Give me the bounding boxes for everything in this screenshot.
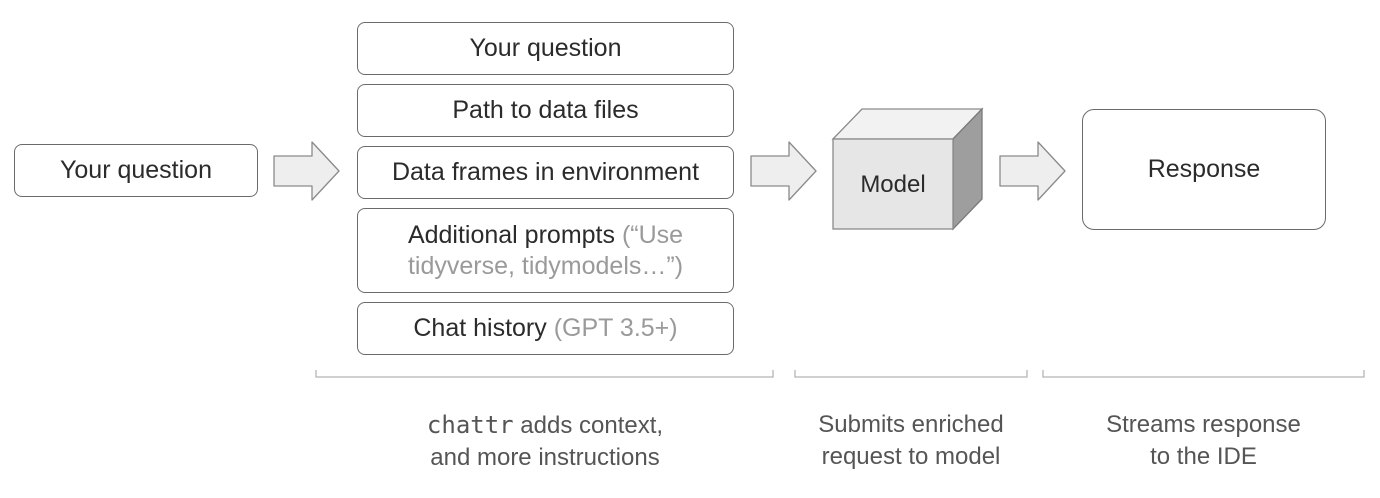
caption-context-line2: and more instructions: [430, 444, 660, 471]
caption-context: chattr adds context, and more instructio…: [360, 409, 730, 474]
context-item-label: Path to data files: [452, 96, 639, 124]
caption-model: Submits enriched request to model: [795, 409, 1027, 473]
arrow-to-model: [750, 141, 817, 201]
additional-prompts-text: Additional prompts (“Use tidyverse, tidy…: [388, 220, 703, 282]
model-label: Model: [860, 171, 926, 198]
chattr-code-label: chattr: [426, 411, 514, 439]
caption-response-line1: Streams response: [1106, 411, 1301, 438]
context-item-data-frames: Data frames in environment: [357, 146, 734, 199]
caption-model-line2: request to model: [821, 443, 1001, 470]
context-item-label: Your question: [469, 34, 622, 62]
input-question-box: Your question: [14, 144, 258, 197]
caption-context-rest: adds context,: [513, 412, 664, 439]
caption-response-line2: to the IDE: [1150, 443, 1257, 470]
context-item-chat-history: Chat history (GPT 3.5+): [357, 302, 734, 355]
bracket-context: [315, 370, 774, 378]
caption-response: Streams response to the IDE: [1083, 409, 1324, 473]
bracket-model: [794, 370, 1028, 378]
context-item-label: Data frames in environment: [391, 158, 700, 186]
caption-context-line1: chattr adds context,: [360, 409, 730, 442]
response-label: Response: [1147, 155, 1261, 183]
context-item-label: Additional prompts: [407, 220, 622, 249]
arrow-to-context: [273, 141, 340, 201]
context-item-note: (“Use tidyverse, tidymodels…”): [407, 220, 684, 280]
arrow-to-response: [999, 141, 1066, 201]
context-item-additional-prompts: Additional prompts (“Use tidyverse, tidy…: [357, 208, 734, 293]
context-item-question: Your question: [357, 22, 734, 75]
caption-model-line1: Submits enriched: [818, 411, 1004, 438]
bracket-response: [1042, 370, 1365, 378]
input-question-label: Your question: [60, 156, 212, 184]
context-item-note: (GPT 3.5+): [553, 314, 678, 342]
context-item-label: Chat history: [413, 314, 554, 342]
model-cube: [831, 107, 984, 231]
response-box: Response: [1082, 109, 1326, 230]
context-item-data-paths: Path to data files: [357, 84, 734, 137]
